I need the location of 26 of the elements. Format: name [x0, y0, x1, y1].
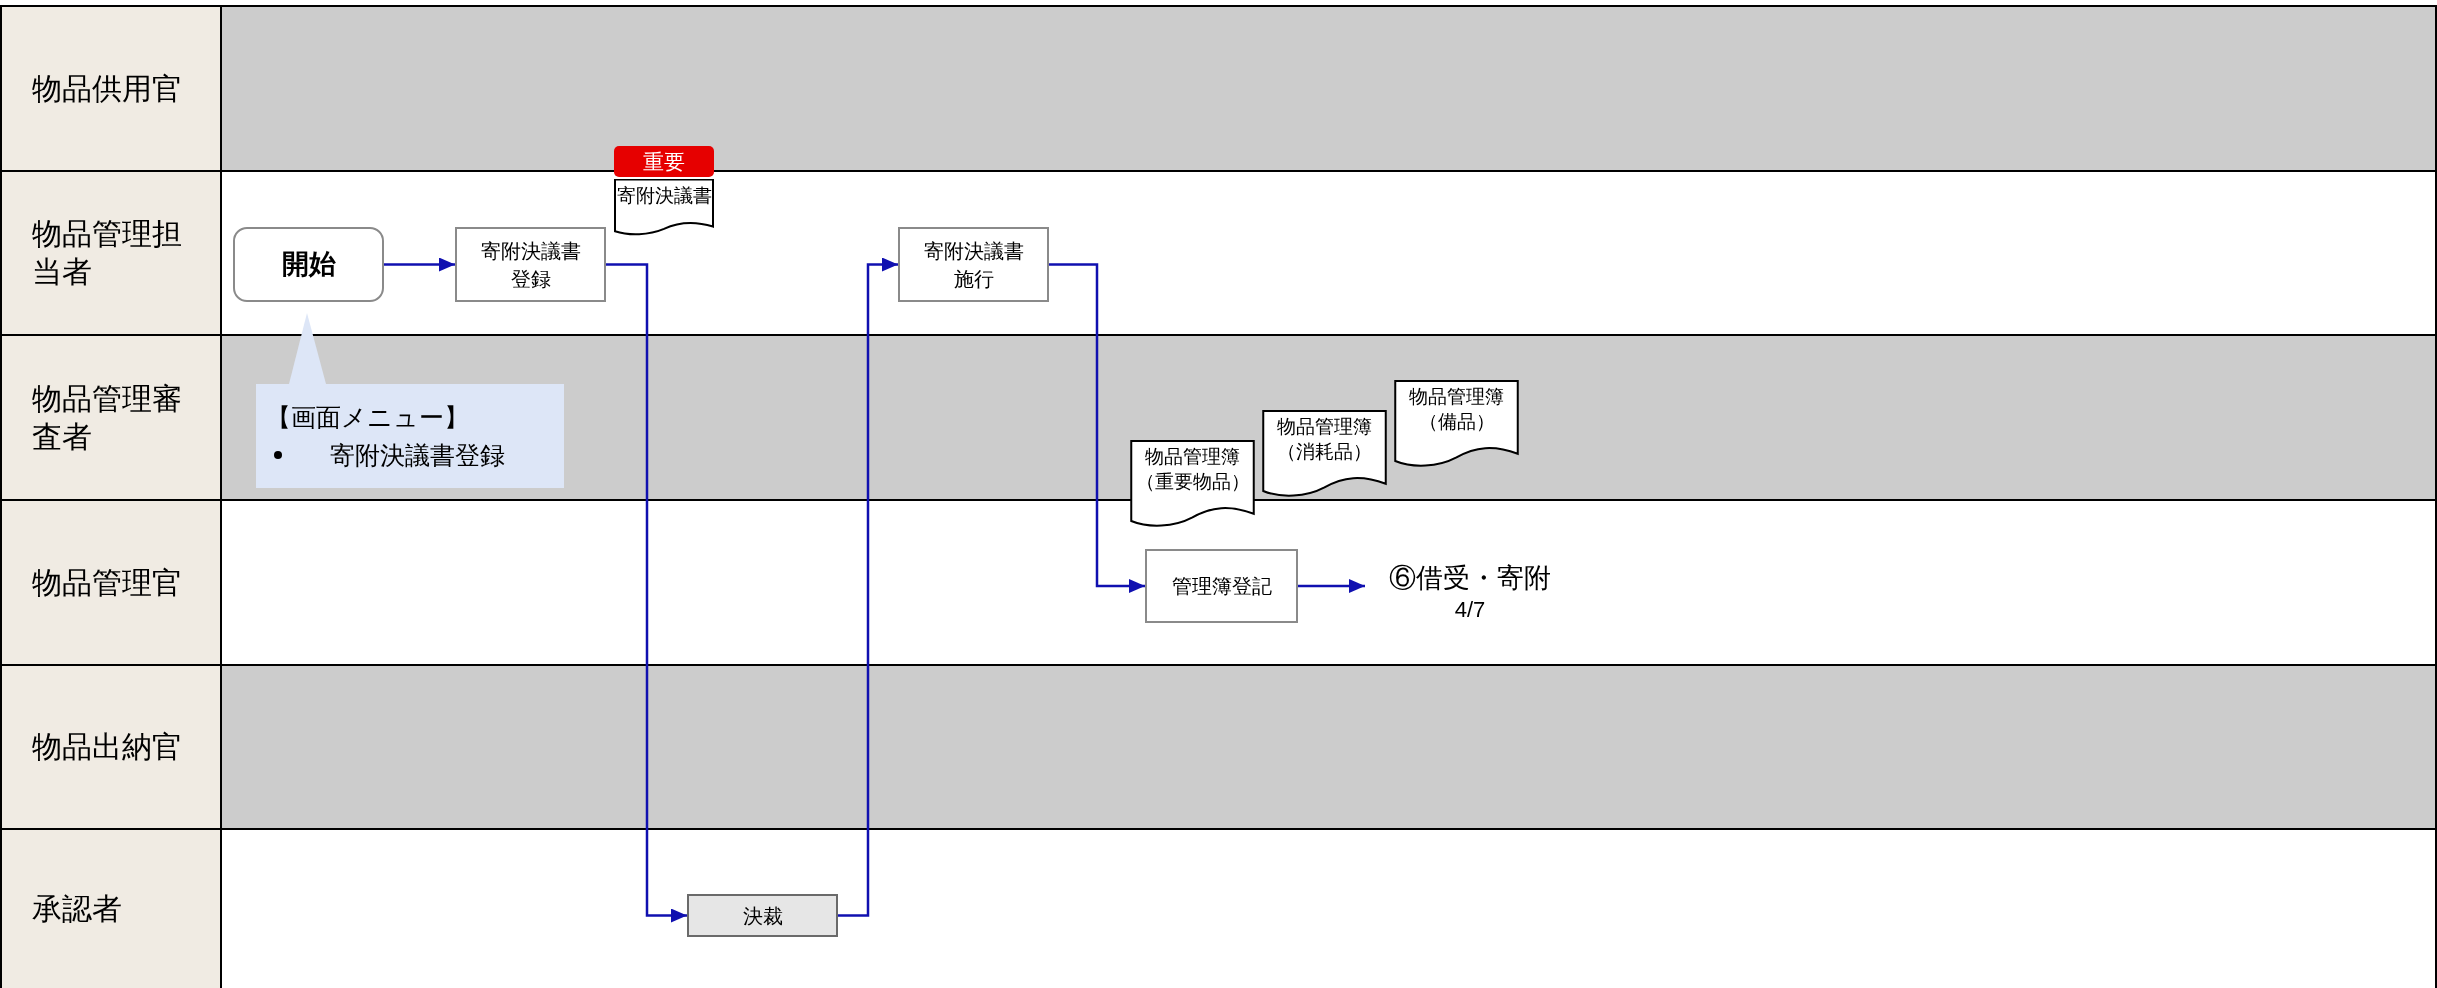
lane-header: 物品出納官 — [0, 664, 222, 828]
flow-arrow — [838, 257, 898, 917]
document-shape: 寄附決議書 — [614, 179, 714, 237]
reference-label: ⑥借受・寄附 — [1389, 562, 1551, 595]
flow-arrow — [1049, 263, 1145, 593]
flow-arrow — [606, 263, 687, 923]
important-badge: 重要 — [614, 146, 714, 177]
lane-header: 物品管理担当者 — [0, 170, 222, 334]
process-box: 決裁 — [687, 894, 838, 937]
process-box: 寄附決議書登録 — [455, 227, 606, 302]
start-terminal: 開始 — [233, 227, 384, 302]
callout-heading: 【画面メニュー】 — [266, 402, 470, 433]
process-box: 寄附決議書施行 — [898, 227, 1049, 302]
callout-item: 寄附決議書登録 — [330, 440, 505, 471]
lane-header: 物品供用官 — [0, 5, 222, 170]
document-shape: 物品管理簿（備品） — [1394, 380, 1519, 470]
lane-header: 物品管理審査者 — [0, 334, 222, 499]
page-number: 4/7 — [1454, 596, 1486, 624]
process-box: 管理簿登記 — [1145, 549, 1298, 623]
document-shape: 物品管理簿（消耗品） — [1262, 410, 1387, 500]
callout-box — [256, 384, 564, 488]
lane-header: 承認者 — [0, 828, 222, 988]
flow-arrow — [384, 257, 455, 272]
lane-header: 物品管理官 — [0, 499, 222, 664]
document-shape: 物品管理簿（重要物品） — [1130, 440, 1255, 530]
flow-arrow — [1298, 579, 1365, 593]
